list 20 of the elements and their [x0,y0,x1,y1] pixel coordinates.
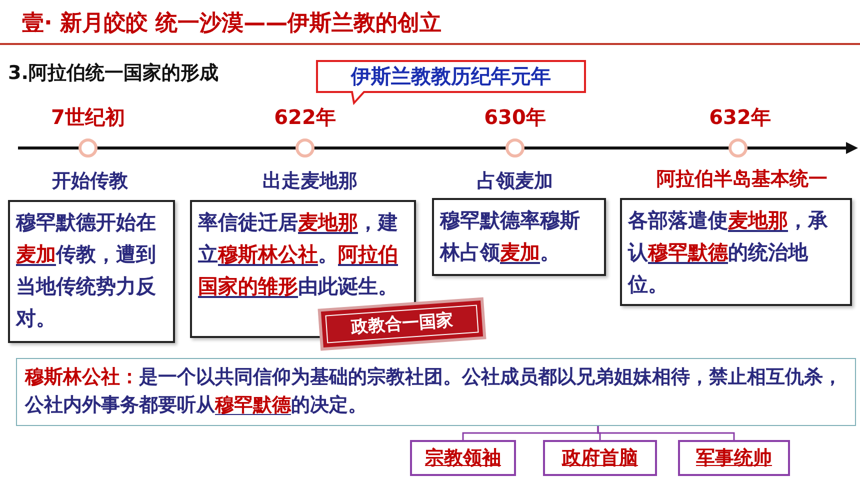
definition-box: 穆斯林公社：是一个以共同信仰为基础的宗教社团。公社成员都以兄弟姐妹相待，禁止相互仇杀，公社内外事务都要听从穆罕默德的决定。 [16,358,856,426]
timeline-date: 622年 [273,104,337,131]
section-heading: 3.阿拉伯统一国家的形成 [8,61,220,86]
page-title: 壹· 新月皎皎 统一沙漠——伊斯兰教的创立 [22,10,442,38]
event-title: 出走麦地那 [262,169,358,194]
timeline-date: 7世纪初 [50,104,126,131]
stamp: 政教合一国家 [320,300,484,348]
timeline-date: 632年 [708,104,772,131]
event-title: 占领麦加 [476,169,554,194]
speech-callout: 伊斯兰教教历纪年元年 [316,60,586,104]
role-box: 政府首脑 [543,440,657,476]
event-title: 开始传教 [51,169,129,194]
event-box: 各部落遣使麦地那，承认穆罕默德的统治地位。 [620,198,852,306]
role-box: 宗教领袖 [410,440,516,476]
event-title: 阿拉伯半岛基本统一 [656,167,828,192]
timeline-date: 630年 [483,104,547,131]
event-box: 穆罕默德开始在麦加传教，遭到当地传统势力反对。 [8,200,175,343]
role-box: 军事统帅 [678,440,790,476]
event-box: 穆罕默德率穆斯林占领麦加。 [432,198,606,276]
bracket-line [597,426,735,440]
